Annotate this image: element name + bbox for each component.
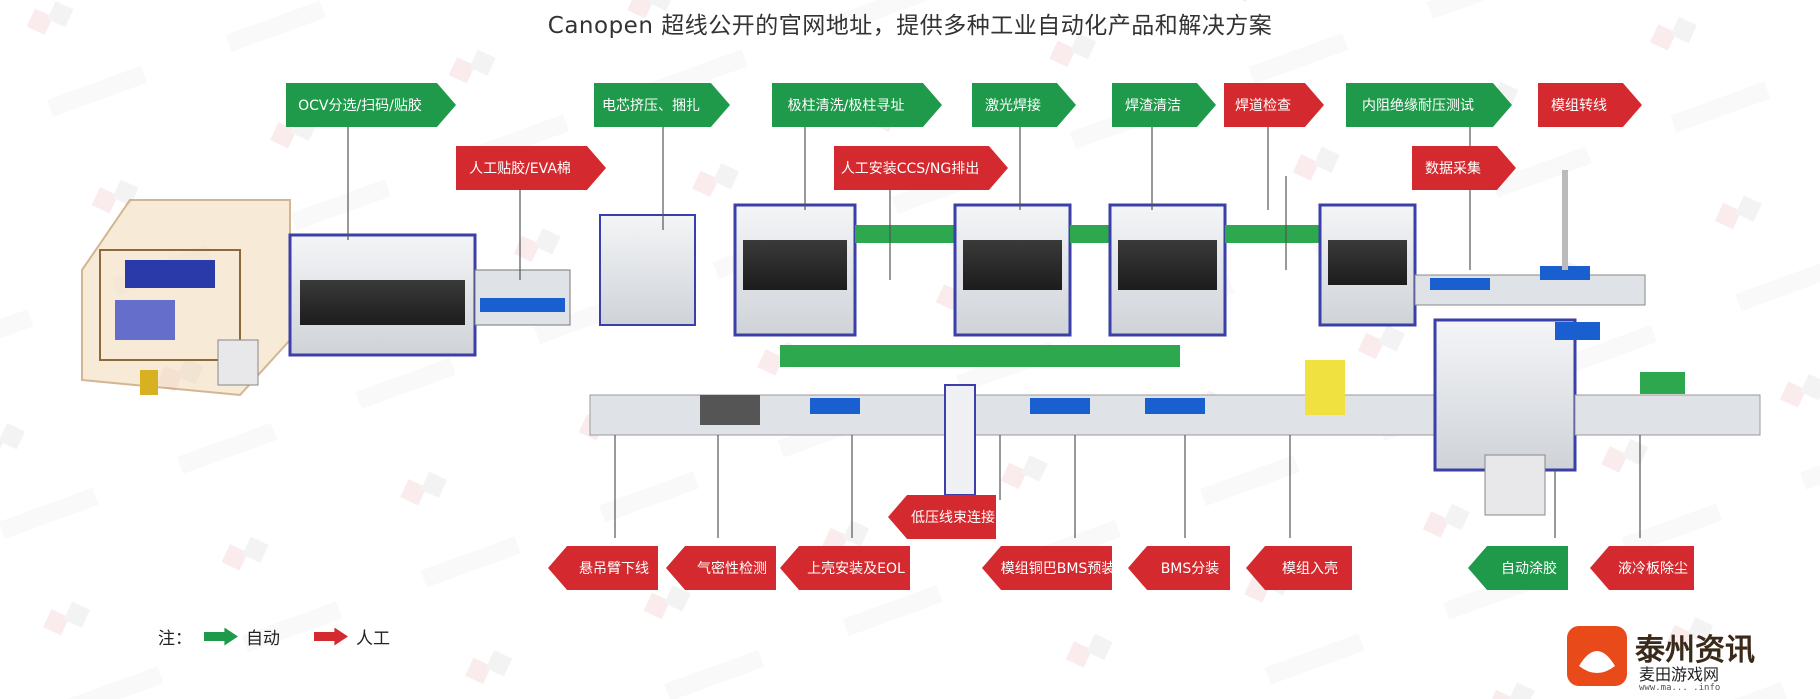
step-auto-glue: 自动涂胶	[1468, 546, 1568, 590]
callout-lines	[347, 112, 1641, 538]
legend-prefix: 注：	[158, 629, 192, 649]
legend-auto-label: 自动	[246, 629, 280, 649]
step-ocv-sorting: OCV分选/扫码/贴胶	[286, 83, 456, 127]
step-bms-subassembly: BMS分装	[1128, 546, 1230, 590]
lower-line-machines	[589, 318, 1761, 516]
robot-cage-cell	[81, 199, 291, 397]
step-crane-unload: 悬吊臂下线	[548, 546, 658, 590]
step-low-voltage-harness: 低压线束连接	[888, 495, 996, 539]
upper-line-machines	[288, 170, 1646, 357]
step-laser-welding: 激光焊接	[972, 83, 1076, 127]
step-airtight-test: 气密性检测	[666, 546, 776, 590]
step-busbar-bms-preassembly: 模组铜巴BMS预装	[982, 546, 1112, 590]
step-resistance-test: 内阻绝缘耐压测试	[1346, 83, 1512, 127]
step-pole-cleaning: 极柱清洗/极柱寻址	[772, 83, 942, 127]
step-top-cover-eol: 上壳安装及EOL	[780, 546, 910, 590]
watermark-sub-text: 麦田游戏网	[1639, 665, 1719, 684]
step-weld-inspection: 焊道检查	[1224, 83, 1324, 127]
step-cell-squeeze: 电芯挤压、捆扎	[594, 83, 730, 127]
legend-auto-arrow-icon	[204, 627, 238, 646]
legend-manual-arrow-icon	[314, 627, 348, 646]
step-module-into-case: 模组入壳	[1246, 546, 1352, 590]
site-watermark: 泰州资讯 麦田游戏网 www.ma... .info	[1565, 622, 1813, 693]
watermark-url-text: www.ma... .info	[1639, 683, 1720, 692]
legend-manual-label: 人工	[356, 629, 390, 649]
step-cooling-plate-dust: 液冷板除尘	[1590, 546, 1694, 590]
step-module-transfer: 模组转线	[1538, 83, 1642, 127]
step-manual-ccs: 人工安装CCS/NG排出	[834, 146, 1008, 190]
watermark-logo-icon: 泰州资讯 麦田游戏网 www.ma... .info	[1567, 626, 1755, 693]
page-title: Canopen 超线公开的官网地址，提供多种工业自动化产品和解决方案	[547, 13, 1273, 39]
legend: 注： 自动 人工	[158, 624, 420, 649]
step-data-collection: 数据采集	[1412, 146, 1516, 190]
step-manual-glue-eva: 人工贴胶/EVA棉	[456, 146, 606, 190]
step-slag-cleaning: 焊渣清洁	[1112, 83, 1216, 127]
watermark-main-text: 泰州资讯	[1635, 633, 1755, 668]
